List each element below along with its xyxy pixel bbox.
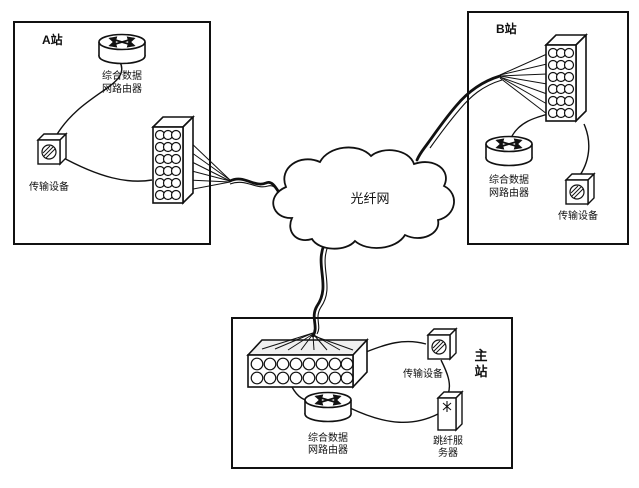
link-main-transmission-panel [365, 340, 427, 353]
station-a-transmission-label: 传输设备 [29, 180, 69, 193]
fanout-main-panel [261, 332, 354, 351]
main-router-label-2: 网路由器 [308, 443, 348, 456]
trunk-cloud-to-main [311, 243, 326, 338]
main-transmission-icon [427, 328, 457, 360]
station-a-transmission-icon [37, 133, 67, 165]
station-a-frame [13, 21, 211, 245]
station-b-frame [467, 11, 629, 245]
fanout-a-panel [187, 139, 231, 191]
fiber-cloud [272, 146, 455, 250]
station-a-router-label-1: 综合数据 [102, 69, 142, 82]
fanout-b-panel [499, 53, 548, 115]
main-station-frame [231, 317, 513, 469]
station-b-patch-panel [545, 34, 587, 122]
link-b-router-panel [511, 113, 549, 137]
trunk-cloud-strand [316, 245, 329, 335]
link-a-router-transmission [55, 61, 123, 137]
station-a-title: A站 [42, 32, 63, 47]
station-a-router-icon [99, 35, 145, 64]
station-b-transmission-label: 传输设备 [558, 209, 598, 222]
station-b-router-label-2: 网路由器 [489, 186, 529, 199]
station-b-router-icon [486, 137, 532, 166]
main-server-label-2: 务器 [438, 446, 458, 459]
station-a-router-label-2: 网路由器 [102, 82, 142, 95]
main-station-title-2: 站 [474, 364, 487, 379]
station-b-transmission-icon [565, 173, 595, 205]
station-b-router-label-1: 综合数据 [489, 173, 529, 186]
main-server-icon [437, 391, 463, 431]
station-a-patch-panel [152, 116, 194, 204]
main-server-label-1: 跳纤服 [433, 434, 463, 447]
main-station-title-1: 主 [474, 348, 487, 363]
main-transmission-label: 传输设备 [403, 367, 443, 380]
trunk-b-strand [429, 79, 503, 149]
trunk-b-to-cloud [415, 74, 502, 162]
link-b-transmission-panel [577, 123, 590, 179]
main-patch-panel [247, 339, 368, 388]
fiber-cloud-label: 光纤网 [350, 191, 389, 206]
main-router-icon [305, 393, 351, 422]
link-main-router-server [349, 407, 439, 423]
link-a-transmission-panel [59, 155, 153, 182]
station-b-title: B站 [496, 21, 517, 36]
main-router-label-1: 综合数据 [308, 431, 348, 444]
